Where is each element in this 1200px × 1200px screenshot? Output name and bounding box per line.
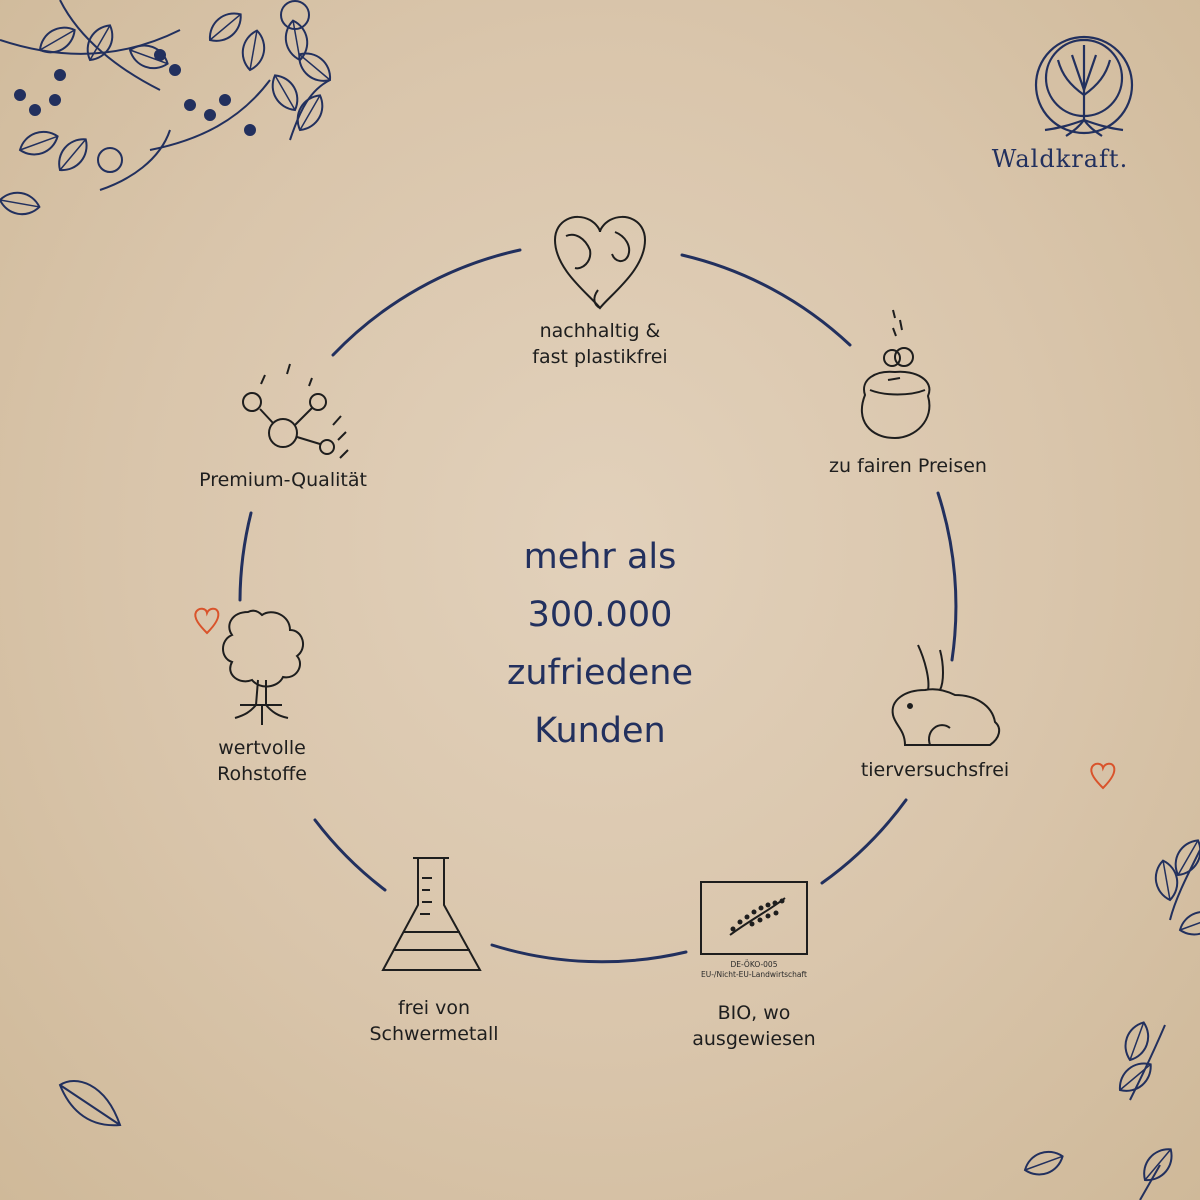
rabbit-icon (891, 644, 1001, 746)
coin-pouch-icon (860, 309, 931, 440)
leaf-icon-bottom-left (58, 1080, 122, 1127)
feature-line: zu fairen Preisen (829, 455, 987, 477)
botanical-corner-top-left (0, 0, 338, 219)
tree-logo-icon (1034, 35, 1134, 137)
eu-origin: EU-/Nicht-EU-Landwirtschaft (701, 970, 807, 979)
ring-arc-bottom (490, 943, 688, 964)
feature-line: nachhaltig & (539, 320, 661, 342)
feature-line: ausgewiesen (692, 1028, 816, 1050)
feature-line: BIO, wo (717, 1002, 791, 1024)
ring-arc-bottom-left (313, 818, 387, 892)
circle-ring (238, 248, 958, 964)
botanical-corner-bottom-right (1020, 834, 1200, 1200)
flask-icon (381, 857, 482, 971)
headline-line: zufriedene (507, 653, 693, 693)
headline-line: Kunden (534, 711, 666, 751)
heart-icon-left (194, 607, 220, 635)
feature-line: Premium-Qualität (199, 469, 367, 491)
feature-label-raw-materials: wertvolle Rohstoffe (172, 735, 352, 787)
ring-arc-top-right (680, 253, 852, 347)
ring-arc-bottom-right (820, 798, 908, 885)
feature-label-bio: BIO, wo ausgewiesen (664, 1000, 844, 1052)
feature-line: wertvolle (218, 737, 306, 759)
feature-label-cruelty-free: tierversuchsfrei (845, 757, 1025, 783)
eu-logo-caption: DE-ÖKO-005 EU-/Nicht-EU-Landwirtschaft (664, 960, 844, 980)
headline-customers: mehr als 300.000 zufriedene Kunden (450, 528, 750, 760)
heart-globe-icon (553, 215, 647, 310)
molecule-icon (242, 363, 349, 459)
feature-line: fast plastikfrei (532, 346, 668, 368)
headline-line: 300.000 (527, 595, 673, 635)
feature-label-premium: Premium-Qualität (163, 467, 403, 493)
tree-roots-icon (222, 609, 305, 725)
ring-arc-right (936, 491, 958, 662)
feature-label-sustainable: nachhaltig & fast plastikfrei (500, 318, 700, 370)
feature-label-fair-price: zu fairen Preisen (808, 453, 1008, 479)
feature-line: tierversuchsfrei (860, 759, 1010, 781)
ring-arc-left (238, 511, 253, 602)
heart-icon-right (1090, 762, 1116, 790)
brand-wordmark: Waldkraft. (991, 145, 1129, 173)
ring-arc-top-left (331, 248, 522, 357)
eu-code: DE-ÖKO-005 (730, 960, 778, 969)
eu-organic-logo (700, 881, 808, 955)
feature-line: Schwermetall (369, 1023, 499, 1045)
feature-line: frei von (397, 997, 470, 1019)
feature-label-heavy-metal: frei von Schwermetall (334, 995, 534, 1047)
headline-line: mehr als (523, 537, 677, 577)
feature-line: Rohstoffe (217, 763, 307, 785)
